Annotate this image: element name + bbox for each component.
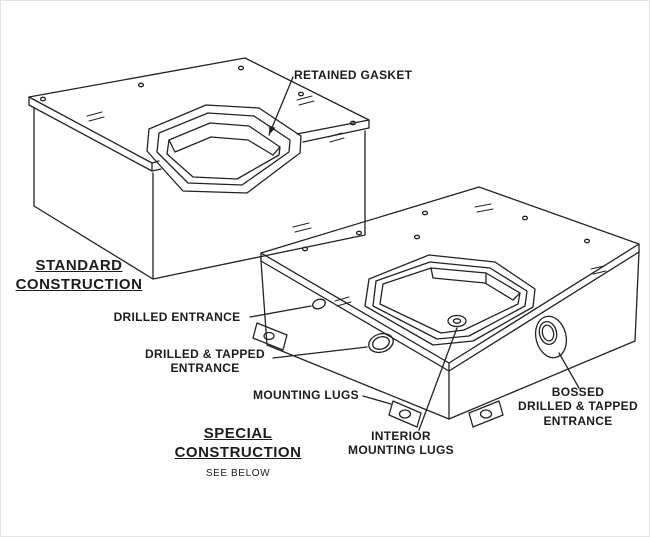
drilled-tapped-leader <box>272 346 368 359</box>
standard-lid-front-edge-left-stub <box>151 160 160 164</box>
callout-leaders <box>249 76 580 431</box>
standard-lid-rim-left <box>28 96 153 172</box>
standard-interior-floor <box>174 136 274 156</box>
mounting-lug-front-left <box>388 400 422 428</box>
standard-lid-screws <box>39 65 357 126</box>
bossed-label-line3: ENTRANCE <box>543 413 613 428</box>
drilled-tapped-entrance-hole <box>368 332 394 354</box>
mounting-lug-front-right <box>468 400 504 428</box>
bossed-entrance-leader <box>558 352 580 389</box>
mounting-lugs-leader <box>362 395 392 405</box>
standard-interior-wall-edge2 <box>272 146 281 156</box>
special-lid-lip <box>260 243 640 372</box>
standard-opening-outline <box>146 104 302 194</box>
retained-gasket-leader <box>268 76 294 136</box>
standard-surface-hatching <box>86 95 345 143</box>
drilled-tapped-label-line2: ENTRANCE <box>170 361 240 376</box>
special-box-drawing <box>252 186 640 428</box>
special-construction-caption: SPECIAL CONSTRUCTION SEE BELOW <box>163 425 313 480</box>
special-caption-line2: CONSTRUCTION <box>174 443 302 461</box>
bossed-entrance-label: BOSSED DRILLED & TAPPED ENTRANCE <box>505 385 649 428</box>
interior-lugs-label-line2: MOUNTING LUGS <box>348 443 454 458</box>
special-opening-outline <box>364 254 536 346</box>
standard-caption-line1: STANDARD <box>35 257 123 274</box>
special-inner-wall-rim <box>379 267 521 334</box>
special-top-face <box>260 186 640 364</box>
standard-caption-line2: CONSTRUCTION <box>15 275 143 293</box>
special-surface-hatching <box>292 203 607 307</box>
standard-lid-rim-right <box>151 168 162 172</box>
interior-lugs-leader <box>418 327 458 431</box>
drilled-tapped-entrance-label: DRILLED & TAPPED ENTRANCE <box>137 347 273 376</box>
drilled-entrance-label: DRILLED ENTRANCE <box>113 310 241 324</box>
retained-gasket-ring <box>156 112 291 186</box>
special-caption-note: SEE BELOW <box>205 467 271 479</box>
special-lid-screws <box>301 210 591 252</box>
drilled-entrance-leader <box>249 305 312 318</box>
bossed-label-line1: BOSSED <box>551 385 605 399</box>
retained-gasket-arrowhead <box>269 125 276 135</box>
standard-lid-top-face <box>28 57 370 164</box>
interior-mounting-lugs-label: INTERIOR MOUNTING LUGS <box>337 429 465 458</box>
special-caption-line1: SPECIAL <box>203 425 273 442</box>
special-interior-walls <box>430 267 521 301</box>
standard-inner-rim <box>166 122 281 180</box>
standard-interior-wall-edge1 <box>168 139 176 153</box>
retained-gasket-label: RETAINED GASKET <box>294 68 413 82</box>
interior-lugs-label-line1: INTERIOR <box>371 429 431 443</box>
bossed-entrance <box>534 315 568 359</box>
special-gasket-groove <box>372 261 528 340</box>
drilled-entrance-hole <box>312 298 326 310</box>
standard-construction-caption: STANDARD CONSTRUCTION <box>3 257 155 295</box>
standard-lid-front-edge-right-stub <box>296 119 370 135</box>
standard-box-drawing <box>28 57 370 280</box>
standard-lid-rim-right2 <box>302 119 370 143</box>
drilled-tapped-label-line1: DRILLED & TAPPED <box>145 347 265 361</box>
interior-mounting-lug <box>447 314 467 328</box>
bossed-label-line2: DRILLED & TAPPED <box>518 399 638 414</box>
mounting-lugs-label: MOUNTING LUGS <box>253 388 359 402</box>
mounting-lug-left <box>252 322 288 351</box>
